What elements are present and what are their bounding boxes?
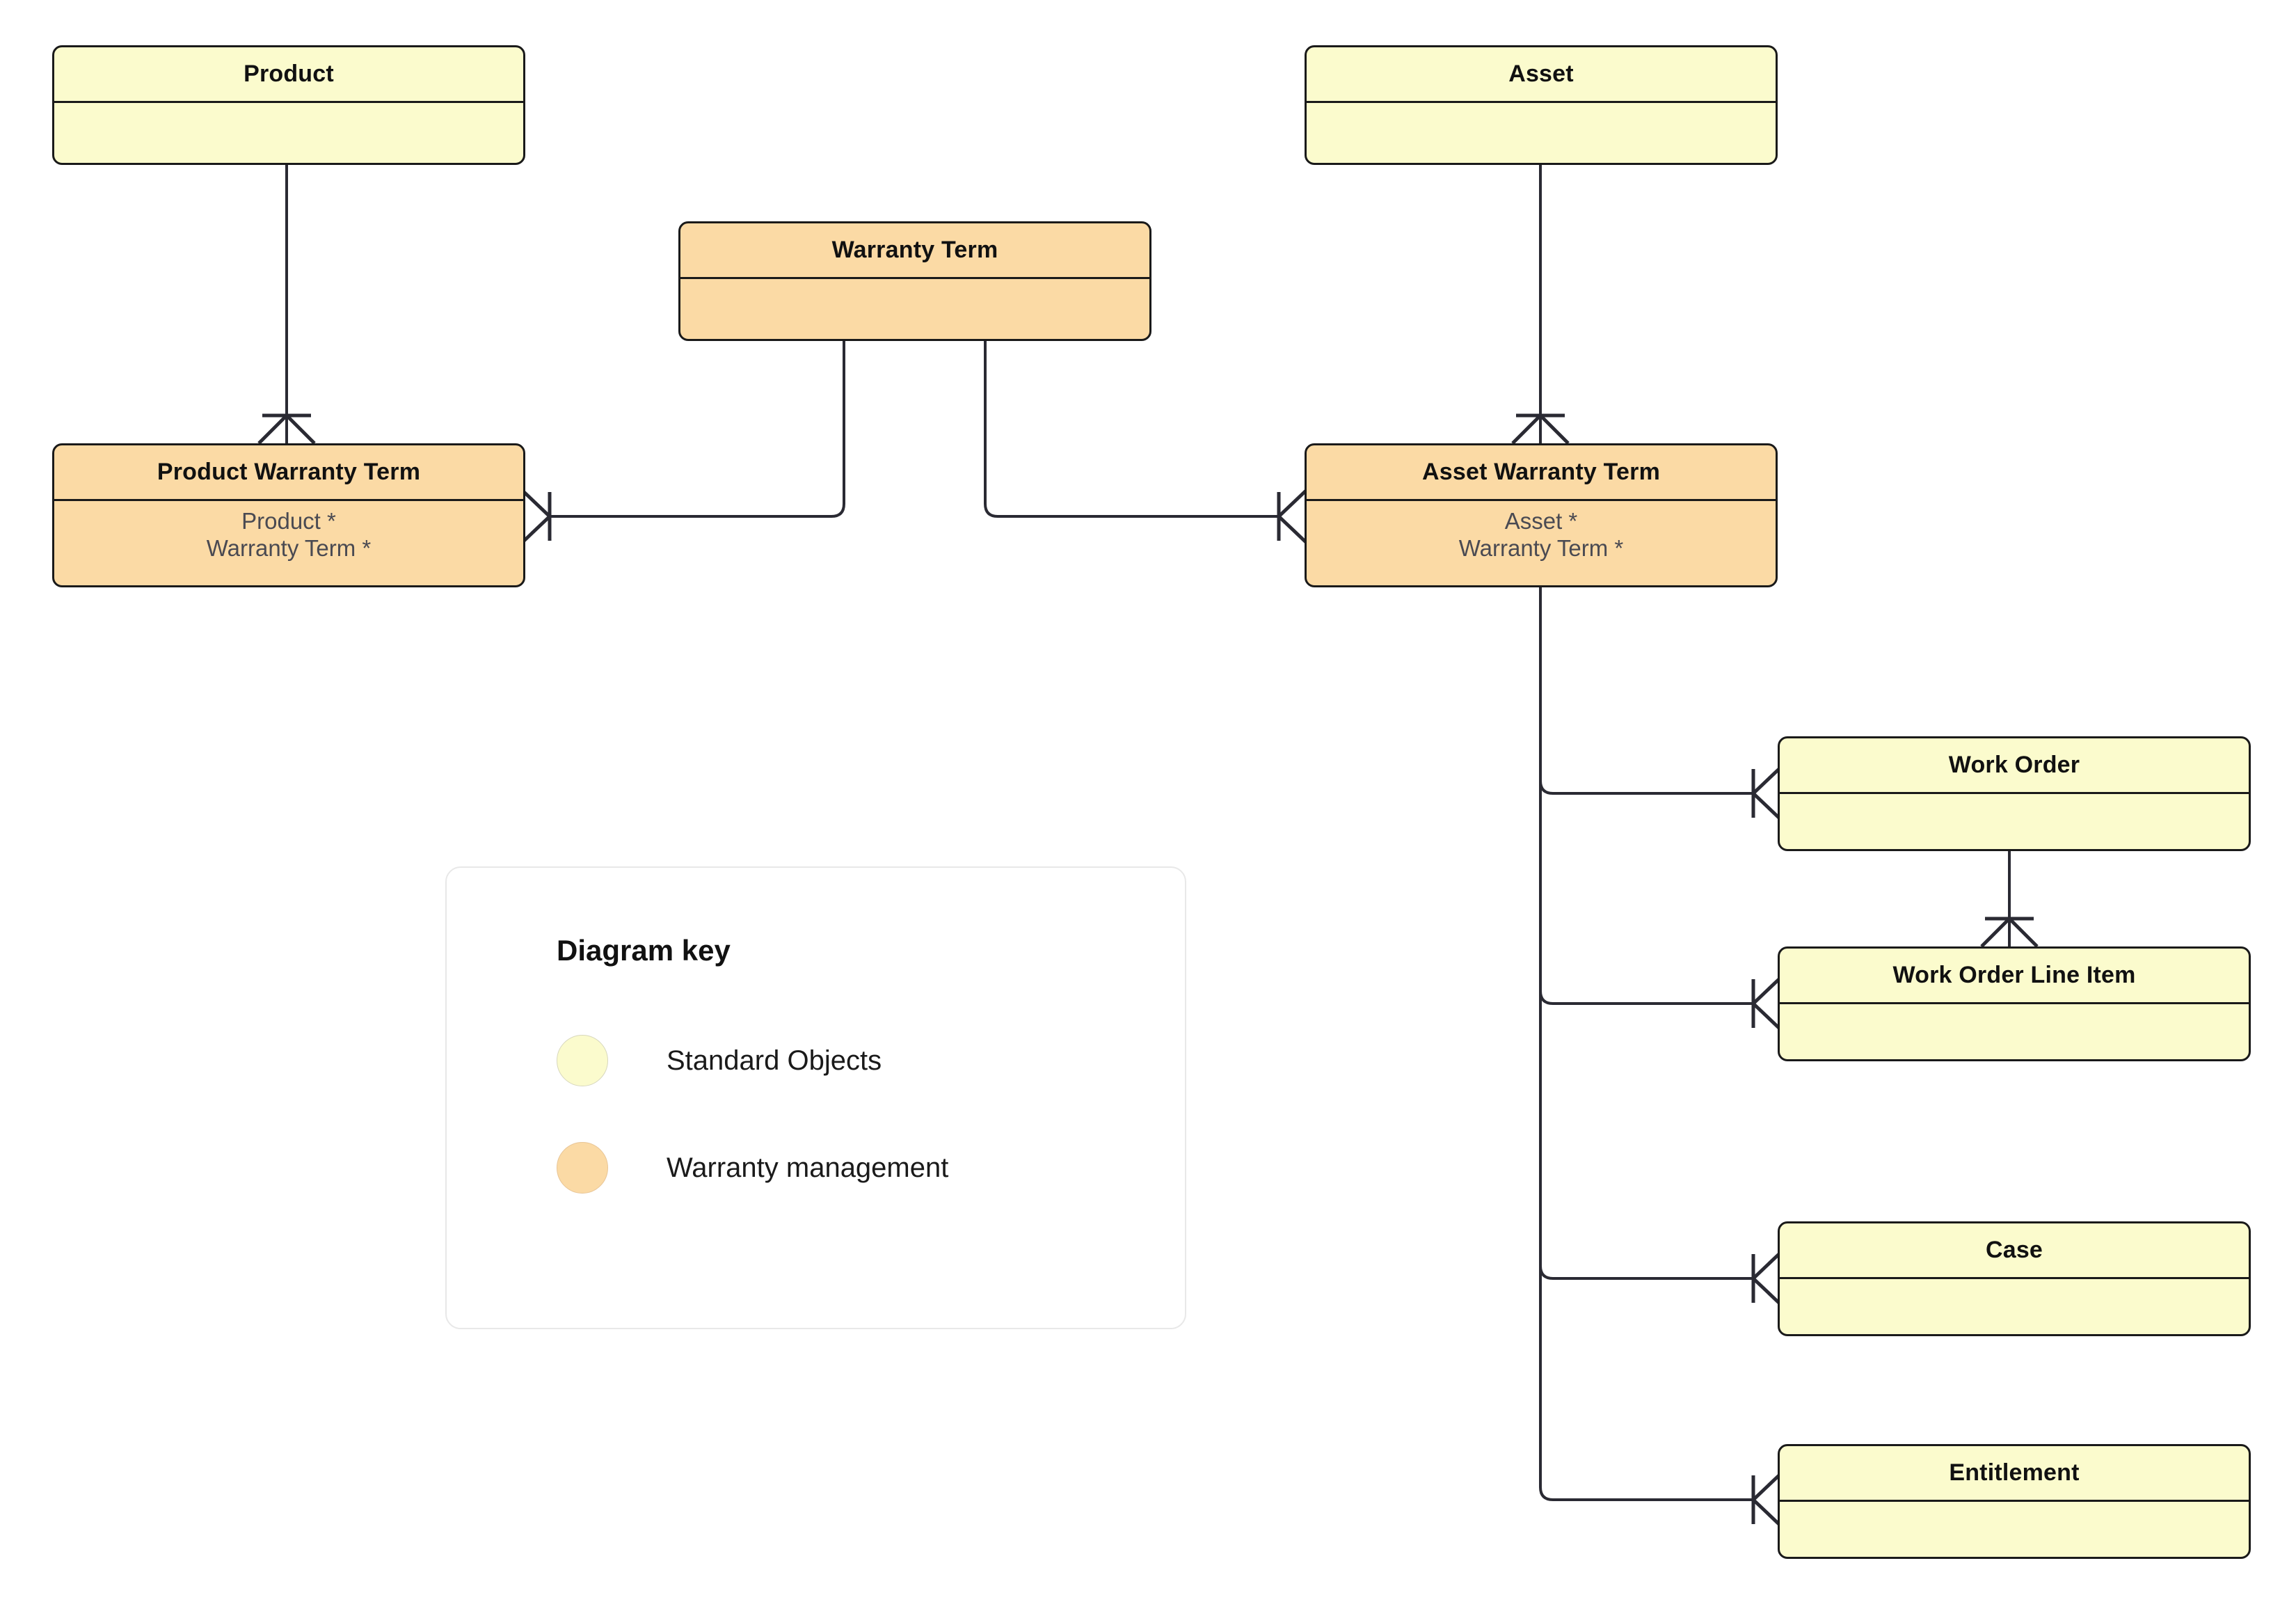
entity-title-warranty-term: Warranty Term	[680, 223, 1149, 279]
entity-warranty-term[interactable]: Warranty Term	[678, 221, 1151, 341]
entity-title-asset-warranty-term: Asset Warranty Term	[1307, 445, 1776, 501]
crowfoot-awt-woli-b	[1752, 1002, 1783, 1031]
entity-asset-warranty-term[interactable]: Asset Warranty Term Asset * Warranty Ter…	[1305, 443, 1778, 587]
crowfoot-wo-woli-a	[1980, 917, 2011, 948]
entity-work-order-line-item[interactable]: Work Order Line Item	[1778, 946, 2251, 1061]
legend-label-standard-objects: Standard Objects	[667, 1045, 882, 1076]
entity-body-product	[54, 103, 523, 163]
entity-body-asset-warranty-term: Asset * Warranty Term *	[1307, 501, 1776, 585]
crowfoot-awt-woli-a	[1752, 976, 1783, 1005]
connector-warranty-term-to-product-warranty-term	[550, 341, 845, 518]
entity-title-work-order: Work Order	[1780, 738, 2249, 794]
entity-title-product-warranty-term: Product Warranty Term	[54, 445, 523, 501]
crowfoot-wt-awt-b	[1277, 515, 1308, 544]
legend-item-standard-objects: Standard Objects	[557, 1035, 882, 1086]
crowfoot-asset-awt-b	[1539, 414, 1570, 445]
entity-title-asset: Asset	[1307, 47, 1776, 103]
entity-body-case	[1780, 1279, 2249, 1334]
entity-title-entitlement: Entitlement	[1780, 1446, 2249, 1502]
entity-title-case: Case	[1780, 1223, 2249, 1279]
crowfoot-wt-pwt-a	[520, 489, 551, 518]
entity-entitlement[interactable]: Entitlement	[1778, 1444, 2251, 1559]
connector-awt-to-case	[1539, 1265, 1753, 1280]
entity-field: Asset *	[1504, 508, 1578, 534]
connector-awt-to-entitlement	[1539, 1487, 1753, 1501]
entity-field: Warranty Term *	[1458, 534, 1624, 561]
entity-product-warranty-term[interactable]: Product Warranty Term Product * Warranty…	[52, 443, 525, 587]
entity-field: Warranty Term *	[206, 534, 372, 561]
diagram-key-title: Diagram key	[557, 934, 731, 967]
entity-body-entitlement	[1780, 1502, 2249, 1557]
crowfoot-asset-awt-a	[1511, 414, 1542, 445]
entity-body-work-order-line-item	[1780, 1004, 2249, 1059]
crowfoot-awt-case-a	[1752, 1251, 1783, 1280]
legend-item-warranty-management: Warranty management	[557, 1142, 948, 1194]
crowfoot-wo-woli-b	[2008, 917, 2039, 948]
crowfoot-awt-ent-b	[1752, 1498, 1783, 1528]
entity-product[interactable]: Product	[52, 45, 525, 165]
connector-awt-to-work-order	[1539, 780, 1753, 795]
crowfoot-awt-case-b	[1752, 1277, 1783, 1306]
entity-title-work-order-line-item: Work Order Line Item	[1780, 949, 2249, 1004]
entity-body-warranty-term	[680, 279, 1149, 339]
crowfoot-wt-awt-a	[1277, 489, 1308, 518]
entity-work-order[interactable]: Work Order	[1778, 736, 2251, 851]
crowfoot-wt-pwt-b	[520, 515, 551, 544]
crowfoot-product-pwt-b	[285, 414, 316, 445]
entity-body-work-order	[1780, 794, 2249, 849]
entity-title-product: Product	[54, 47, 523, 103]
legend-swatch-standard-objects-icon	[557, 1035, 608, 1086]
entity-asset[interactable]: Asset	[1305, 45, 1778, 165]
entity-body-asset	[1307, 103, 1776, 163]
connector-awt-to-work-order-line-item	[1539, 990, 1753, 1005]
legend-swatch-warranty-management-icon	[557, 1142, 608, 1194]
connector-warranty-term-to-asset-warranty-term	[984, 341, 1279, 518]
crowfoot-awt-ent-a	[1752, 1472, 1783, 1501]
crowfoot-awt-wo-b	[1752, 792, 1783, 821]
entity-field: Product *	[241, 508, 336, 534]
crowfoot-awt-wo-a	[1752, 766, 1783, 795]
entity-body-product-warranty-term: Product * Warranty Term *	[54, 501, 523, 585]
crowfoot-product-pwt-a	[257, 414, 288, 445]
diagram-key-panel: Diagram key Standard Objects Warranty ma…	[445, 866, 1186, 1329]
legend-label-warranty-management: Warranty management	[667, 1152, 949, 1183]
entity-case[interactable]: Case	[1778, 1221, 2251, 1336]
